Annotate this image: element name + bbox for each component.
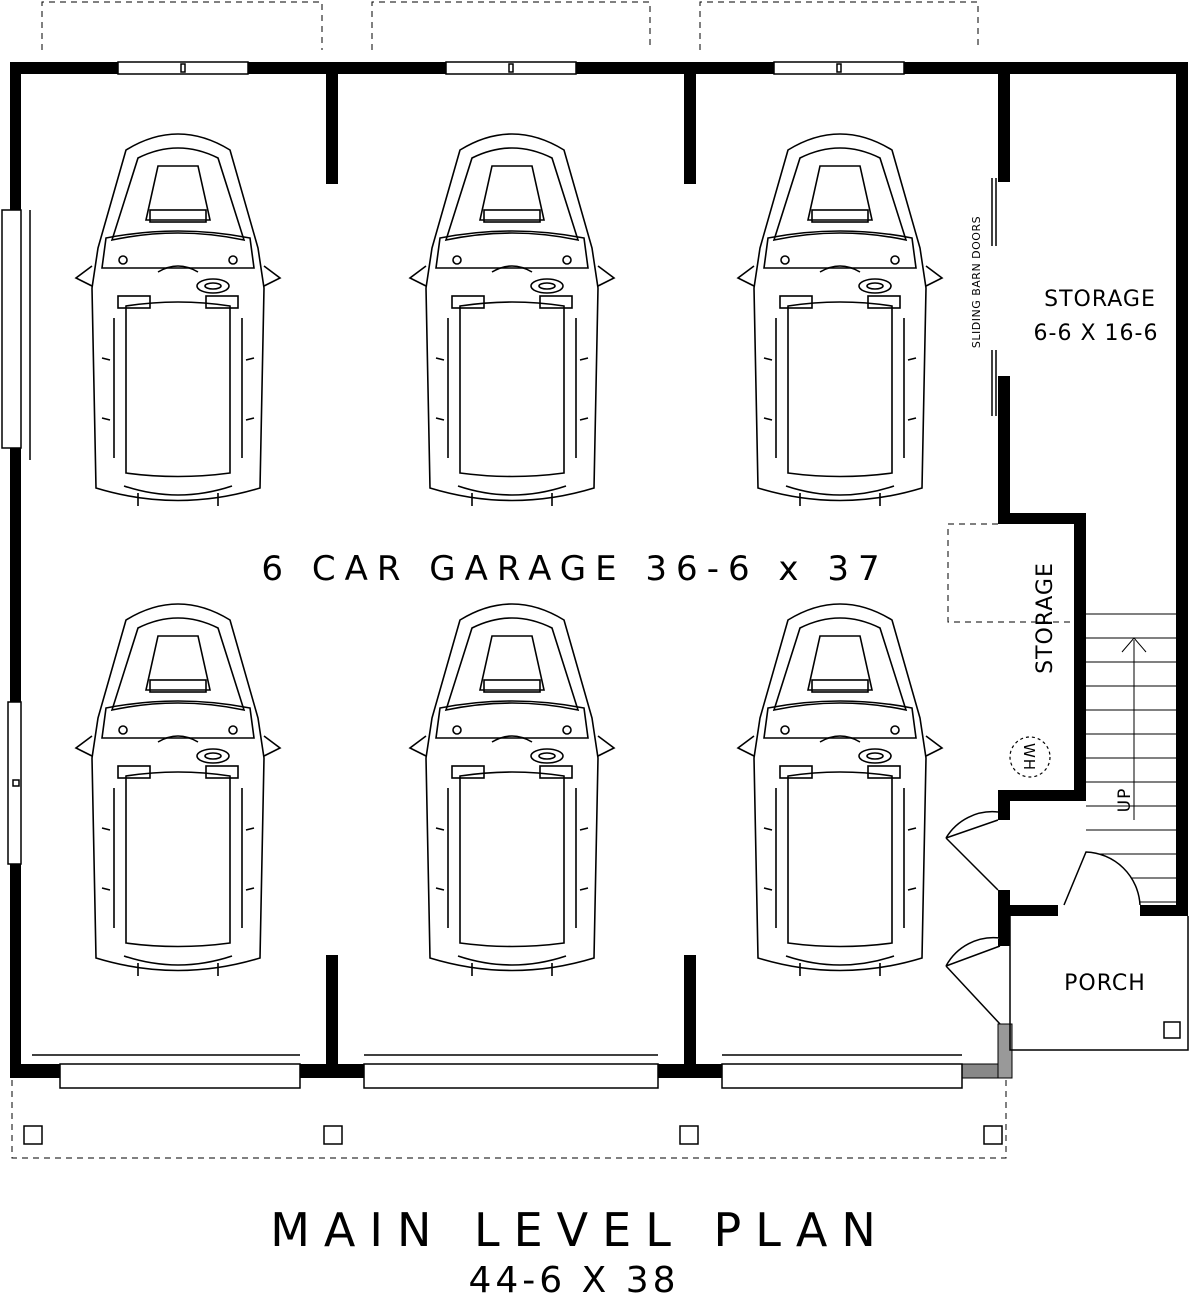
car-icon — [737, 603, 943, 977]
plan-title: MAIN LEVEL PLAN — [270, 1203, 890, 1257]
exterior-walls — [10, 62, 1188, 1078]
storage-name-label: STORAGE — [1044, 287, 1156, 312]
car-icon — [75, 133, 281, 507]
storage-size-label: 6-6 X 16-6 — [1034, 321, 1159, 346]
garage-doors — [32, 1054, 963, 1089]
stair-up-label: UP — [1115, 788, 1135, 813]
storage-dashed — [947, 523, 1074, 623]
water-heater-icon — [1009, 736, 1051, 778]
site-outline — [11, 1, 1007, 1159]
garage-label: 6 CAR GARAGE 36-6 x 37 — [261, 549, 888, 589]
water-heater-label: WH — [1020, 743, 1038, 771]
porch-columns — [23, 1021, 1181, 1145]
car-icon — [737, 133, 943, 507]
porch-outline — [1009, 916, 1189, 1051]
car-icon — [409, 603, 615, 977]
porch-post-wall — [997, 1023, 1013, 1079]
door-swings — [945, 810, 1141, 1025]
plan-dimensions: 44-6 X 38 — [468, 1260, 679, 1297]
small-storage-label: STORAGE — [1033, 562, 1058, 674]
sliding-barn-doors — [991, 178, 997, 416]
sliding-doors-label: SLIDING BARN DOORS — [970, 216, 983, 348]
car-icon — [75, 603, 281, 977]
windows — [1, 61, 905, 865]
car-icon — [409, 133, 615, 507]
porch-label: PORCH — [1064, 971, 1146, 996]
